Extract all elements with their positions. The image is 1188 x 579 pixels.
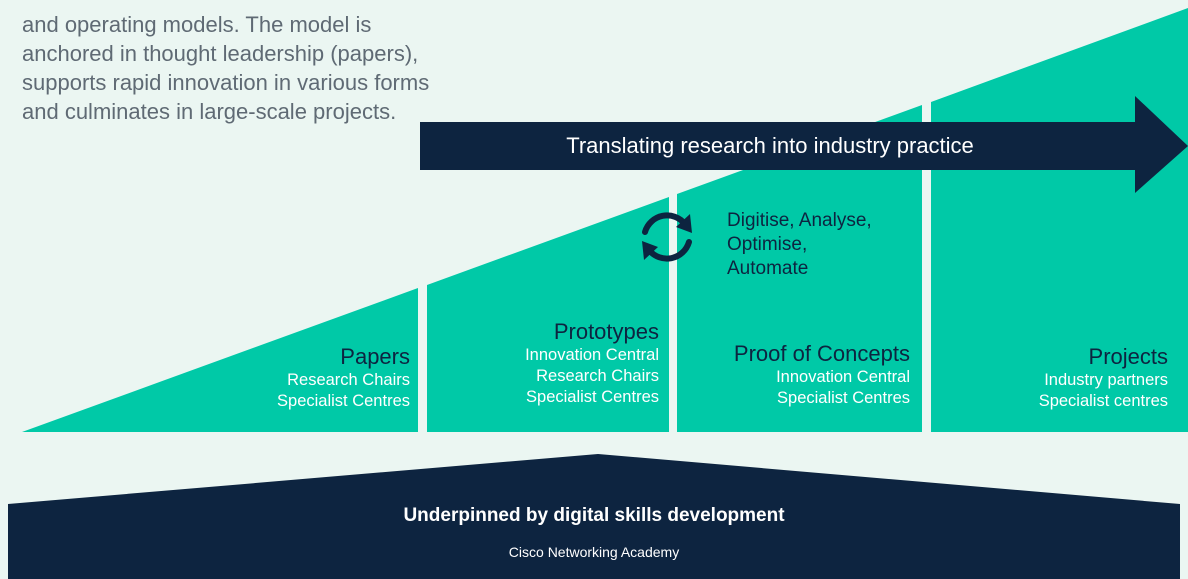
stage-block-prototypes [427, 197, 669, 432]
stage-subtitle: Industry partners [1044, 371, 1168, 389]
stage-block-proof-of-concepts [677, 105, 922, 432]
stage-block-projects [931, 8, 1188, 432]
cycle-line: Automate [727, 258, 809, 279]
stage-proof-of-concepts: Proof of Concepts Innovation Central Spe… [734, 341, 910, 409]
stage-subtitle: Specialist Centres [777, 389, 910, 407]
intro-paragraph: and operating models. The model is ancho… [22, 10, 542, 126]
stage-subtitle: Specialist Centres [277, 392, 410, 410]
cycle-line: Digitise, Analyse, [727, 210, 872, 231]
cycle-text: Digitise, Analyse, Optimise, Automate [727, 209, 927, 281]
stage-subtitle: Specialist Centres [526, 388, 659, 406]
stage-prototypes: Prototypes Innovation Central Research C… [525, 319, 659, 408]
intro-line: and culminates in large-scale projects. [22, 99, 397, 124]
stage-title: Proof of Concepts [733, 341, 910, 366]
stage-subtitle: Research Chairs [287, 371, 410, 389]
arrow-label: Translating research into industry pract… [566, 133, 974, 158]
foundation-subtitle: Cisco Networking Academy [508, 544, 680, 560]
stage-subtitle: Research Chairs [536, 367, 659, 385]
stage-subtitle: Innovation Central [776, 368, 910, 386]
refresh-cycle-icon [632, 202, 702, 272]
intro-line: supports rapid innovation in various for… [22, 70, 430, 95]
stage-subtitle: Innovation Central [525, 346, 659, 364]
cycle-line: Optimise, [727, 234, 808, 255]
foundation-title: Underpinned by digital skills developmen… [403, 505, 785, 526]
stage-block-papers [22, 288, 418, 432]
stage-projects: Projects Industry partners Specialist ce… [1039, 344, 1168, 412]
translation-arrow [420, 96, 1188, 193]
stage-subtitle: Specialist centres [1038, 392, 1168, 410]
stage-title: Papers [340, 344, 410, 369]
intro-line: and operating models. The model is [22, 12, 372, 37]
stage-title: Prototypes [553, 319, 659, 344]
stage-title: Projects [1088, 344, 1168, 369]
foundation-base [8, 454, 1180, 579]
stage-papers: Papers Research Chairs Specialist Centre… [277, 344, 410, 412]
intro-line: anchored in thought leadership (papers), [22, 41, 419, 66]
